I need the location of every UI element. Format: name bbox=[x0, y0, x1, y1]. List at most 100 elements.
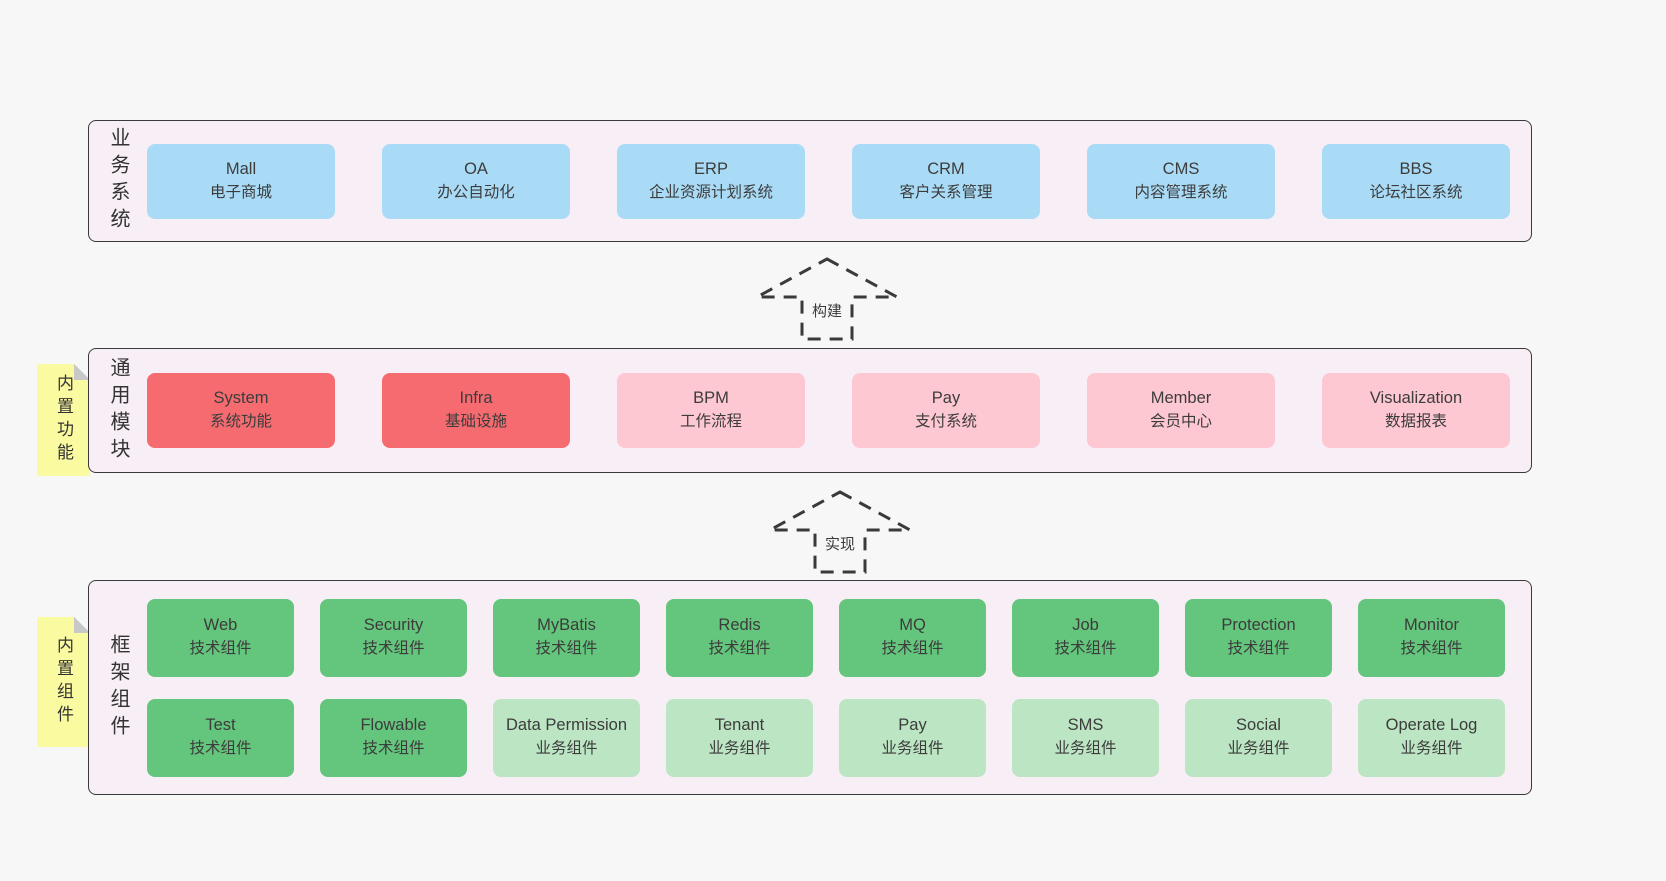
folded-corner-icon bbox=[74, 617, 90, 633]
node-subtitle: 业务组件 bbox=[708, 740, 771, 758]
node-subtitle: 办公自动化 bbox=[437, 183, 515, 201]
node-oa: OA 办公自动化 bbox=[382, 143, 570, 219]
node-title: Pay bbox=[931, 389, 961, 408]
node-subtitle: 论坛社区系统 bbox=[1369, 183, 1463, 201]
node-subtitle: 工作流程 bbox=[679, 413, 742, 431]
node-title: Protection bbox=[1221, 616, 1296, 635]
implement-arrow-label: 实现 bbox=[821, 532, 859, 555]
node-protection: Protection 技术组件 bbox=[1185, 598, 1332, 677]
node-subtitle: 技术组件 bbox=[881, 640, 944, 658]
node-subtitle: 内容管理系统 bbox=[1134, 183, 1228, 201]
folded-corner-icon bbox=[74, 364, 90, 380]
node-title: Security bbox=[363, 616, 424, 635]
node-subtitle: 业务组件 bbox=[1054, 740, 1117, 758]
node-title: Visualization bbox=[1369, 389, 1463, 408]
node-title: Redis bbox=[718, 616, 761, 635]
node-subtitle: 技术组件 bbox=[1227, 640, 1290, 658]
node-title: MyBatis bbox=[537, 616, 596, 635]
node-title: Member bbox=[1150, 389, 1212, 408]
modules-layer-label: 通用模块 bbox=[107, 356, 129, 465]
node-title: MQ bbox=[899, 616, 926, 635]
build-arrow-label: 构建 bbox=[808, 299, 846, 322]
node-sms: SMS 业务组件 bbox=[1012, 698, 1159, 777]
node-title: Operate Log bbox=[1385, 716, 1478, 735]
sticky-note-text: 内置组件 bbox=[54, 636, 73, 728]
node-subtitle: 电子商城 bbox=[209, 183, 272, 201]
node-title: SMS bbox=[1067, 716, 1104, 735]
node-title: Test bbox=[205, 716, 236, 735]
node-crm: CRM 客户关系管理 bbox=[852, 143, 1040, 219]
node-subtitle: 技术组件 bbox=[708, 640, 771, 658]
node-tenant: Tenant 业务组件 bbox=[666, 698, 813, 777]
node-web: Web 技术组件 bbox=[147, 598, 294, 677]
node-member: Member 会员中心 bbox=[1087, 373, 1275, 448]
node-subtitle: 业务组件 bbox=[1400, 740, 1463, 758]
business-layer-label: 业务系统 bbox=[107, 127, 129, 235]
node-title: Web bbox=[203, 616, 238, 635]
node-infra: Infra 基础设施 bbox=[382, 373, 570, 448]
node-subtitle: 客户关系管理 bbox=[899, 183, 993, 201]
node-title: Data Permission bbox=[505, 716, 628, 735]
node-subtitle: 技术组件 bbox=[362, 640, 425, 658]
module-boxes: System 系统功能 Infra 基础设施 BPM 工作流程 Pay 支付系统 Member 会… bbox=[147, 373, 1510, 448]
node-title: Tenant bbox=[714, 716, 765, 735]
node-bbs: BBS 论坛社区系统 bbox=[1322, 143, 1510, 219]
node-operate-log: Operate Log 业务组件 bbox=[1358, 698, 1505, 777]
node-test: Test 技术组件 bbox=[147, 698, 294, 777]
node-mall: Mall 电子商城 bbox=[147, 143, 335, 219]
node-security: Security 技术组件 bbox=[320, 598, 467, 677]
components-layer-label: 框架组件 bbox=[107, 633, 129, 742]
node-visualization: Visualization 数据报表 bbox=[1322, 373, 1510, 448]
node-monitor: Monitor 技术组件 bbox=[1358, 598, 1505, 677]
node-subtitle: 企业资源计划系统 bbox=[648, 183, 773, 201]
node-title: Mall bbox=[225, 159, 257, 178]
node-bpm: BPM 工作流程 bbox=[617, 373, 805, 448]
node-title: OA bbox=[464, 159, 488, 178]
node-subtitle: 系统功能 bbox=[209, 413, 272, 431]
node-title: BPM bbox=[693, 389, 729, 408]
node-title: CRM bbox=[927, 159, 965, 178]
modules-layer-container: 通用模块 System 系统功能 Infra 基础设施 BPM 工作流程 Pay 支付系统 Me… bbox=[88, 348, 1532, 473]
node-subtitle: 技术组件 bbox=[189, 640, 252, 658]
implement-arrow: 实现 bbox=[765, 488, 915, 576]
node-title: Pay bbox=[898, 716, 927, 735]
node-subtitle: 数据报表 bbox=[1384, 413, 1447, 431]
node-subtitle: 支付系统 bbox=[914, 413, 977, 431]
sticky-note-text: 内置功能 bbox=[54, 374, 73, 466]
node-subtitle: 会员中心 bbox=[1149, 413, 1212, 431]
node-title: Infra bbox=[459, 389, 493, 408]
node-subtitle: 技术组件 bbox=[1400, 640, 1463, 658]
sticky-note-builtin-features: 内置功能 bbox=[37, 364, 90, 476]
node-cms: CMS 内容管理系统 bbox=[1087, 143, 1275, 219]
node-mq: MQ 技术组件 bbox=[839, 598, 986, 677]
node-title: Monitor bbox=[1403, 616, 1460, 635]
node-title: CMS bbox=[1162, 159, 1200, 178]
node-subtitle: 技术组件 bbox=[189, 740, 252, 758]
node-redis: Redis 技术组件 bbox=[666, 598, 813, 677]
node-subtitle: 技术组件 bbox=[1054, 640, 1117, 658]
node-pay: Pay 支付系统 bbox=[852, 373, 1040, 448]
up-arrow-icon bbox=[756, 257, 898, 341]
up-arrow-icon bbox=[769, 490, 911, 574]
node-subtitle: 业务组件 bbox=[535, 740, 598, 758]
node-data-permission: Data Permission 业务组件 bbox=[493, 698, 640, 777]
node-title: Flowable bbox=[360, 716, 427, 735]
node-title: System bbox=[213, 389, 269, 408]
build-arrow: 构建 bbox=[752, 255, 902, 343]
node-mybatis: MyBatis 技术组件 bbox=[493, 598, 640, 677]
node-subtitle: 技术组件 bbox=[535, 640, 598, 658]
node-subtitle: 基础设施 bbox=[444, 413, 507, 431]
node-title: BBS bbox=[1399, 159, 1433, 178]
node-subtitle: 业务组件 bbox=[881, 740, 944, 758]
node-title: Social bbox=[1236, 716, 1281, 735]
